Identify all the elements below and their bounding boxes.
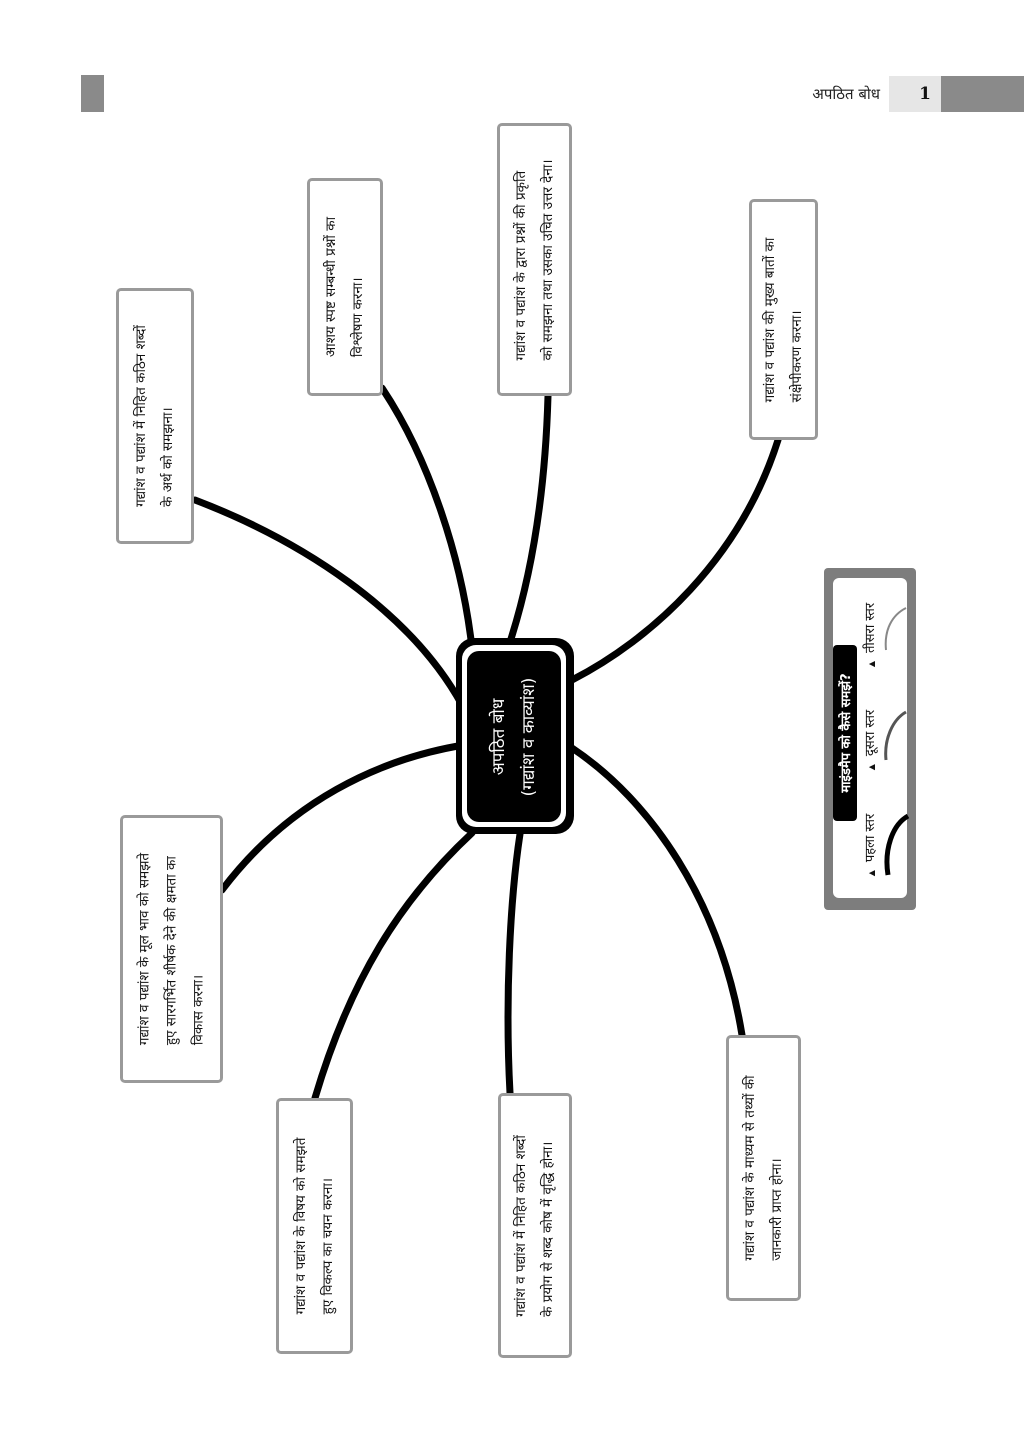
branch-box-c: गद्यांश व पद्यांश के द्वारा प्रश्नों की … [497,123,572,396]
branch-box-d: गद्यांश व पद्यांश की मुख्य बातों का संक्… [749,199,818,440]
legend-item-level-1: ▲ पहला स्तर [858,800,880,890]
connector-d [568,436,782,684]
branch-text-line: विश्लेषण करना। [350,277,366,358]
page-number: 1 [889,76,941,112]
legend-item-level-3: ▲ तीसरा स्तर [858,585,880,685]
triangle-bullet-icon: ▲ [867,661,876,668]
center-node-title: अपठित बोध [489,698,509,775]
branch-box-h: गद्यांश व पद्यांश के माध्यम से तथ्यों की… [726,1035,801,1301]
branch-text: गद्यांश व पद्यांश में निहित कठिन शब्दों … [128,325,182,507]
center-node-text: अपठित बोध (गद्यांश व काव्यांश) [484,677,544,796]
branch-text-line: के प्रयोग से शब्द कोष में वृद्धि होना। [540,1141,556,1317]
branch-text-line: को समझना तथा उसका उचित उत्तर देना। [539,159,556,360]
corner-tab-decoration [81,75,104,112]
running-title: अपठित बोध [812,85,880,103]
branch-text: आशय स्पष्ट सम्बन्धी प्रश्नों का विश्लेषण… [318,217,372,357]
branch-box-b: आशय स्पष्ट सम्बन्धी प्रश्नों का विश्लेषण… [307,178,383,396]
legend-arcs [884,607,910,876]
branch-text: गद्यांश व पद्यांश की मुख्य बातों का संक्… [757,237,811,402]
branch-text-line: के अर्थ को समझना। [160,407,176,507]
legend-title: माइंडमैप को कैसे समझें? [833,645,857,821]
legend-label: तीसरा स्तर [863,602,878,654]
branch-text-line: गद्यांश व पद्यांश में निहित कठिन शब्दों [133,325,149,507]
branch-text: गद्यांश व पद्यांश में निहित कठिन शब्दों … [508,1135,562,1317]
branch-text-line: गद्यांश व पद्यांश के माध्यम से तथ्यों की [741,1075,758,1261]
branch-text-line: जानकारी प्राप्त होना। [768,1158,785,1261]
connector-b [378,384,476,652]
branch-box-g: गद्यांश व पद्यांश में निहित कठिन शब्दों … [498,1093,572,1358]
branch-text-line: गद्यांश व पद्यांश के मूल भाव को समझते [136,852,152,1046]
branch-box-a: गद्यांश व पद्यांश में निहित कठिन शब्दों … [116,288,194,544]
connector-e [218,742,462,894]
branch-text: गद्यांश व पद्यांश के माध्यम से तथ्यों की… [737,1075,791,1260]
branch-text-line: हुए सारगर्भित शीर्षक देने की क्षमता का [163,856,179,1046]
level-3-arc-icon [884,607,907,651]
legend-label: दूसरा स्तर [863,709,878,757]
branch-text: गद्यांश व पद्यांश के मूल भाव को समझते हु… [131,853,212,1045]
connector-g [504,830,524,1097]
branch-text-line: गद्यांश व पद्यांश की मुख्य बातों का [761,237,778,402]
legend-title-text: माइंडमैप को कैसे समझें? [839,673,854,793]
header-bar-decoration [941,76,1024,112]
legend-item-level-2: ▲ दूसरा स्तर [858,695,880,785]
branch-text-line: विकास करना। [190,974,206,1046]
level-1-arc-icon [884,813,910,876]
branch-box-f: गद्यांश व पद्यांश के विषय को समझते हुए व… [276,1098,353,1354]
connector-f [311,829,476,1102]
level-2-arc-icon [884,710,907,761]
connector-a [191,496,466,709]
branch-text-line: हुए विकल्प का चयन करना। [319,1178,336,1315]
branch-text-line: संक्षेपीकरण करना। [788,310,805,402]
connector-c [506,392,552,646]
branch-text-line: गद्यांश व पद्यांश के विषय को समझते [292,1137,309,1315]
branch-text: गद्यांश व पद्यांश के द्वारा प्रश्नों की … [508,159,562,360]
legend-label: पहला स्तर [863,813,878,863]
triangle-bullet-icon: ▲ [867,870,876,877]
branch-text-line: गद्यांश व पद्यांश के द्वारा प्रश्नों की … [512,170,529,360]
center-node: अपठित बोध (गद्यांश व काव्यांश) [467,651,561,822]
center-node-subtitle: (गद्यांश व काव्यांश) [519,677,539,796]
connector-h [568,744,746,1039]
triangle-bullet-icon: ▲ [867,764,876,771]
branch-box-e: गद्यांश व पद्यांश के मूल भाव को समझते हु… [120,815,223,1083]
branch-text-line: आशय स्पष्ट सम्बन्धी प्रश्नों का [323,216,339,358]
branch-text-line: गद्यांश व पद्यांश में निहित कठिन शब्दों [513,1134,529,1317]
branch-text: गद्यांश व पद्यांश के विषय को समझते हुए व… [288,1138,342,1315]
